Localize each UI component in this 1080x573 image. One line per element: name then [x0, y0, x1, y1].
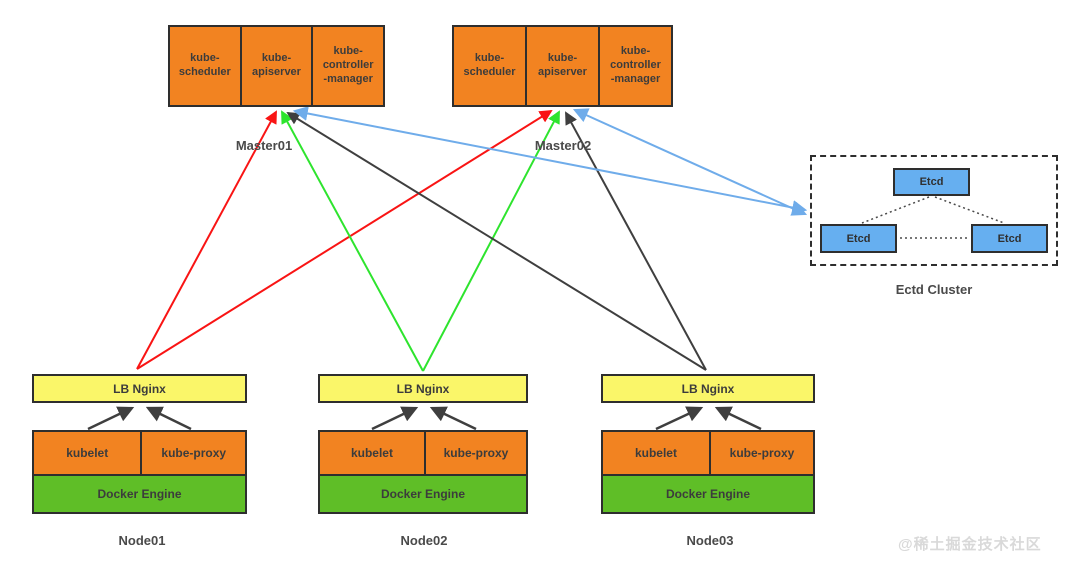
node01-stack: kubelet kube-proxy Docker Engine [32, 430, 247, 514]
master02-kube-apiserver: kube- apiserver [525, 27, 598, 105]
master01-kube-controller-manager: kube- controller -manager [311, 27, 383, 105]
node02-kubelet: kubelet [320, 432, 424, 474]
arrow-node01-to-master02 [136, 109, 553, 370]
arrow-node03-kubelet-lb [655, 406, 704, 431]
node03-stack: kubelet kube-proxy Docker Engine [601, 430, 815, 514]
arrow-node03-proxy-lb [714, 406, 762, 431]
arrow-node02-kubelet-lb [371, 406, 419, 431]
node01-lb-nginx: LB Nginx [32, 374, 247, 403]
arrow-node03-to-master01 [286, 111, 707, 371]
node03-label: Node03 [686, 533, 734, 548]
node02-docker-engine: Docker Engine [320, 474, 526, 512]
master02-label: Master02 [534, 138, 592, 153]
node01-kubelet: kubelet [34, 432, 141, 474]
etcd-node-right: Etcd [971, 224, 1048, 253]
master02-kube-scheduler: kube- scheduler [463, 52, 516, 78]
master01-kube-apiserver: kube- apiserver [239, 27, 312, 105]
arrow-node02-proxy-lb [429, 406, 477, 431]
master02-group: kube- scheduler kube- apiserver kube- co… [452, 25, 673, 107]
master01-label: Master01 [235, 138, 293, 153]
watermark: @稀土掘金技术社区 [898, 536, 1042, 553]
node02-lb-nginx: LB Nginx [318, 374, 528, 403]
node01-label: Node01 [118, 533, 166, 548]
etcd-node-left: Etcd [820, 224, 897, 253]
arrow-master02-etcd [572, 108, 808, 216]
node02-label: Node02 [400, 533, 448, 548]
arrow-node01-kubelet-lb [87, 406, 135, 431]
master01-kube-scheduler: kube- scheduler [178, 52, 231, 78]
node02-stack: kubelet kube-proxy Docker Engine [318, 430, 528, 514]
node03-kubelet: kubelet [603, 432, 709, 474]
node03-docker-engine: Docker Engine [603, 474, 813, 512]
node01-docker-engine: Docker Engine [34, 474, 245, 512]
node03-kube-proxy: kube-proxy [708, 432, 813, 474]
node01-kube-proxy: kube-proxy [140, 432, 245, 474]
etcd-cluster-box [810, 155, 1058, 266]
arrow-node01-proxy-lb [145, 406, 192, 431]
node02-kube-proxy: kube-proxy [423, 432, 526, 474]
master01-group: kube- scheduler kube- apiserver kube- co… [168, 25, 385, 107]
node03-lb-nginx: LB Nginx [601, 374, 815, 403]
master02-kube-controller-manager: kube- controller -manager [598, 27, 671, 105]
arrow-master01-etcd [292, 106, 808, 215]
etcd-cluster-label: Ectd Cluster [895, 282, 973, 297]
etcd-node-top: Etcd [893, 168, 970, 196]
